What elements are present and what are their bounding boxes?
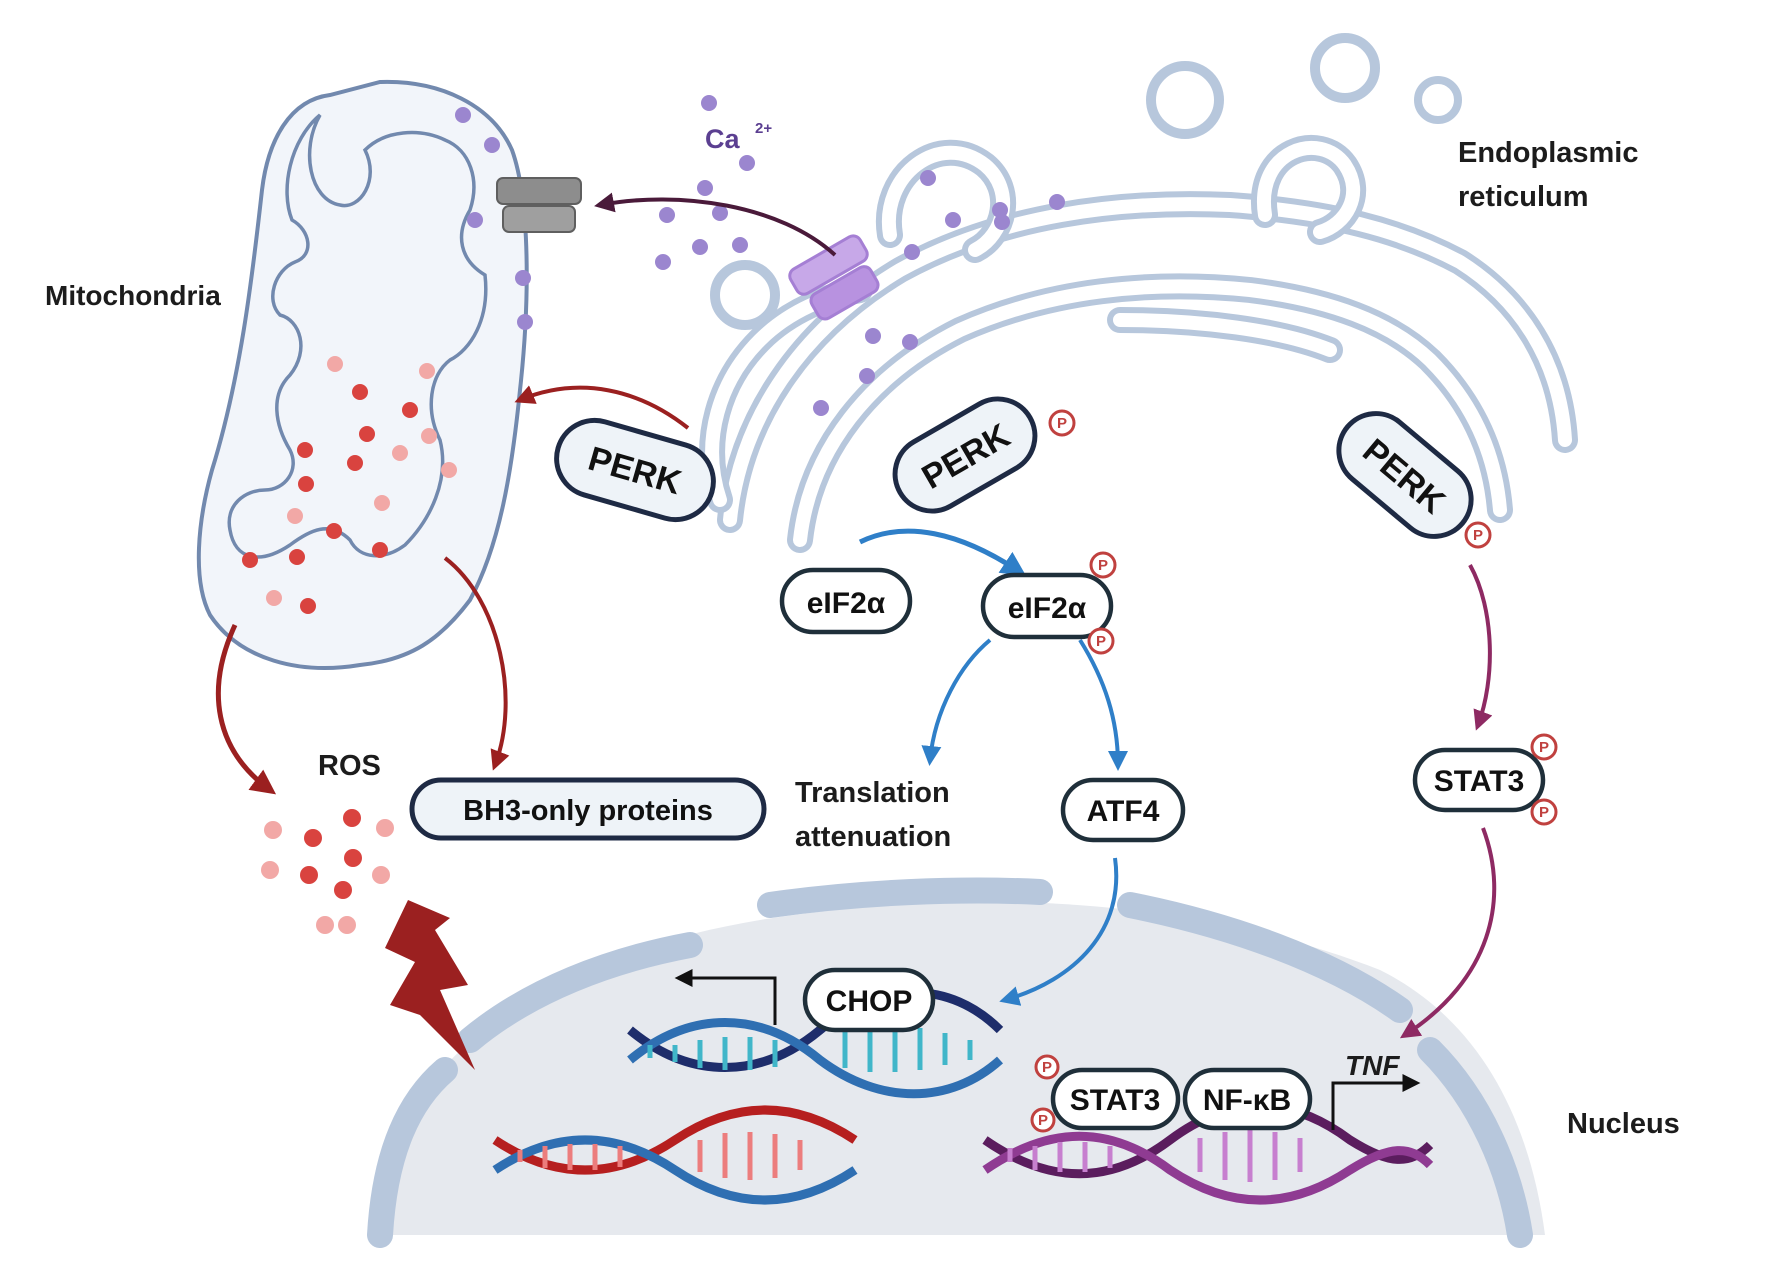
- label-nucleus: Nucleus: [1567, 1108, 1680, 1140]
- svg-text:P: P: [1098, 557, 1108, 574]
- mitochondrial-channel: [496, 177, 582, 233]
- svg-text:P: P: [1042, 1059, 1052, 1076]
- svg-text:STAT3: STAT3: [1434, 765, 1525, 798]
- phospho-badge: P: [1530, 733, 1558, 761]
- node-bh3-only-proteins: BH3-only proteins: [409, 777, 767, 841]
- svg-text:BH3-only proteins: BH3-only proteins: [463, 795, 713, 827]
- phospho-badge: P: [1464, 521, 1492, 549]
- node-stat3-nucleus: STAT3: [1050, 1067, 1181, 1131]
- mitochondrion-outer-membrane: [196, 79, 529, 670]
- ros-particles: [242, 356, 457, 934]
- nuclear-envelope-segment: [757, 877, 1053, 918]
- label-calcium: Ca: [705, 124, 740, 154]
- nuclear-envelope-segment: [1117, 892, 1413, 1023]
- tnf-transcription-arrow: [1331, 1074, 1421, 1130]
- node-nfkb: NF-κB: [1182, 1067, 1313, 1131]
- nuclear-envelope-segment: [457, 932, 703, 1053]
- svg-text:CHOP: CHOP: [826, 985, 913, 1018]
- phospho-badge: P: [1530, 798, 1558, 826]
- er-vesicle: [1414, 76, 1462, 124]
- er-calcium-channel: [788, 234, 880, 321]
- label-tnf-gene: TNF: [1345, 1050, 1400, 1081]
- label-endoplasmic: Endoplasmic: [1458, 137, 1639, 169]
- svg-text:eIF2α: eIF2α: [1008, 592, 1087, 625]
- svg-text:P: P: [1473, 527, 1483, 544]
- label-attenuation: attenuation: [795, 821, 951, 853]
- svg-text:eIF2α: eIF2α: [807, 587, 886, 620]
- node-perk-left: PERK: [554, 417, 716, 523]
- phospho-badge: P: [1087, 627, 1115, 655]
- nuclear-envelope-segment: [1417, 1037, 1533, 1248]
- eif2a-to-translation-arrow: [921, 638, 992, 766]
- dna-chop-gene: [627, 969, 1004, 1099]
- er-vesicle: [1146, 61, 1224, 139]
- pathway-arrows: [216, 192, 1497, 1039]
- label-calcium-charge: 2+: [755, 120, 772, 137]
- nuclear-envelope-segment: [367, 1057, 458, 1248]
- phospho-badge: P: [1030, 1107, 1056, 1133]
- chop-transcription-arrow: [674, 969, 777, 1025]
- er-vesicle: [710, 260, 780, 330]
- label-ros: ROS: [318, 750, 381, 782]
- mitochondrion-inner-membrane: [227, 113, 488, 559]
- node-eif2a-phosphorylated: eIF2α: [980, 572, 1114, 640]
- mitochondrion: [196, 79, 582, 670]
- calcium-flux-arrow: [594, 192, 837, 257]
- svg-text:P: P: [1096, 633, 1106, 650]
- eif2a-phosphorylation-arrow: [858, 528, 1027, 577]
- label-mitochondria: Mitochondria: [45, 280, 221, 311]
- svg-text:P: P: [1038, 1112, 1048, 1129]
- calcium-ions: [455, 95, 1065, 416]
- phospho-badge: P: [1089, 551, 1117, 579]
- er-cisterna-middle: [793, 279, 1507, 547]
- svg-text:P: P: [1539, 804, 1549, 821]
- er-bud: [1256, 141, 1361, 239]
- label-translation: Translation: [795, 777, 950, 809]
- mitochondria-to-bh3-arrow: [443, 556, 510, 771]
- atf4-to-chop-arrow: [999, 857, 1119, 1006]
- perk-to-mitochondria-arrow: [514, 385, 690, 430]
- svg-text:P: P: [1539, 739, 1549, 756]
- svg-text:STAT3: STAT3: [1070, 1084, 1161, 1117]
- svg-text:NF-κB: NF-κB: [1203, 1084, 1291, 1117]
- mitochondria-to-ros-arrow: [216, 623, 277, 795]
- er-vesicle: [1310, 33, 1380, 103]
- node-stat3-cytoplasm: STAT3: [1412, 747, 1546, 813]
- stat3-to-nucleus-arrow: [1399, 827, 1497, 1039]
- node-eif2a-unphosphorylated: eIF2α: [779, 567, 913, 635]
- node-atf4: ATF4: [1060, 777, 1186, 843]
- er-cisterna-outer: [723, 197, 1572, 527]
- phospho-badge: P: [1048, 409, 1076, 437]
- svg-text:ATF4: ATF4: [1087, 795, 1160, 828]
- label-reticulum: reticulum: [1458, 181, 1589, 213]
- phospho-badge: P: [1034, 1054, 1060, 1080]
- damage-lightning-icon: [385, 900, 475, 1070]
- node-chop: CHOP: [802, 967, 936, 1033]
- perk-to-stat3-arrow: [1468, 564, 1493, 731]
- dna-red-strand: [492, 1105, 858, 1205]
- er-cisterna-inner: [1113, 313, 1337, 357]
- node-perk-middle: PERK: [892, 396, 1038, 514]
- eif2a-to-atf4-arrow: [1078, 638, 1128, 771]
- svg-text:P: P: [1057, 415, 1067, 432]
